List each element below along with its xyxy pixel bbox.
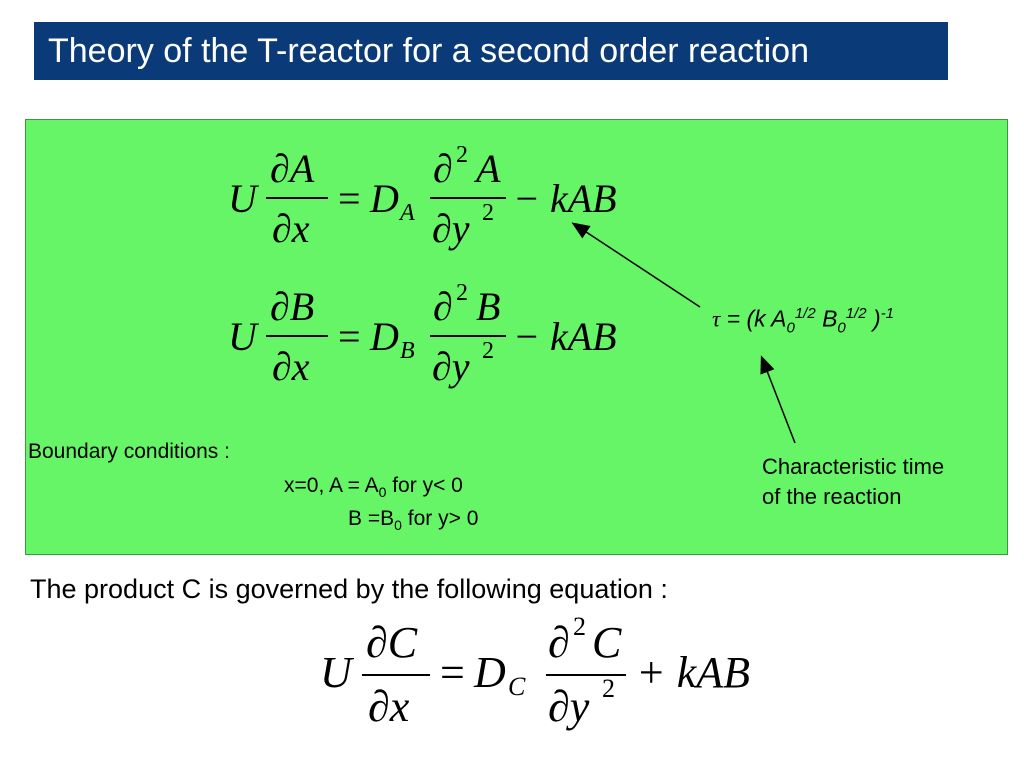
eq-a-partial2: ∂ (433, 146, 453, 191)
eq-b-two: 2 (456, 280, 468, 306)
tau-sub-a: 0 (786, 319, 795, 337)
eq-a-den: ∂y (432, 206, 470, 251)
tau-expression: τ = (k A01/2 B01/2 )-1 (712, 305, 894, 336)
eq-c-partial-num: ∂C (366, 618, 418, 667)
eq-b-u: U (228, 314, 260, 359)
equation-a: U ∂A ∂x = D A ∂ 2 A ∂y 2 − kAB (228, 142, 617, 251)
boundary-line-2-b: for y> 0 (401, 507, 479, 530)
eq-c-partial2: ∂ (548, 618, 570, 667)
tau-close: ) (866, 305, 881, 332)
eq-b-den: ∂y (432, 344, 470, 389)
eq-c-eq: = (440, 648, 465, 697)
boundary-line-1-a: x=0, A = A (284, 474, 379, 497)
boundary-line-2-a: B =B (348, 507, 395, 530)
eq-b-den-exp: 2 (482, 338, 494, 364)
eq-a-num-var: A (473, 146, 501, 191)
tau-exp-b: 1/2 (845, 305, 867, 322)
slide-title: Theory of the T-reactor for a second ord… (34, 22, 948, 80)
eq-a-partial-num: ∂A (270, 146, 315, 191)
eq-a-partial-den: ∂x (272, 206, 310, 251)
tau-exp-end: -1 (880, 305, 895, 322)
eq-b-partial-den: ∂x (272, 344, 310, 389)
tau-sub-b: 0 (837, 319, 846, 337)
eq-a-u: U (228, 176, 260, 221)
eq-a-d: D (369, 176, 399, 221)
eq-a-eq: = (338, 176, 361, 221)
eq-c-den: ∂y (548, 682, 590, 731)
eq-c-u: U (320, 648, 355, 697)
boundary-line-1-sub: 0 (378, 484, 387, 501)
boundary-line-1-b: for y< 0 (386, 474, 463, 497)
equation-c: U ∂C ∂x = D C ∂ 2 C ∂y 2 + kAB (320, 615, 750, 731)
eq-b-d-sub: B (400, 338, 415, 364)
eq-c-den-exp: 2 (602, 674, 615, 703)
characteristic-time-note: Characteristic time of the reaction (762, 452, 1012, 512)
tau-eq-text: = (k A (720, 305, 787, 332)
tau-exp-a: 1/2 (794, 305, 816, 322)
eq-b-partial-num: ∂B (270, 284, 314, 329)
eq-b-num-var: B (476, 284, 500, 329)
arrow-to-tau (760, 355, 796, 444)
boundary-line-1: x=0, A = A0 for y< 0 (284, 474, 463, 500)
eq-a-two: 2 (456, 142, 468, 168)
product-text: The product C is governed by the followi… (30, 574, 668, 604)
tau-symbol: τ (712, 306, 721, 332)
eq-a-rhs: − kAB (513, 176, 617, 221)
equations-panel (25, 119, 1008, 555)
boundary-line-2: B =B0 for y> 0 (348, 507, 478, 533)
eq-c-rhs: + kAB (636, 648, 750, 697)
eq-b-rhs: − kAB (513, 314, 617, 359)
eq-c-two: 2 (573, 615, 586, 641)
eq-c-d-sub: C (508, 672, 526, 701)
boundary-line-2-sub: 0 (394, 517, 402, 534)
eq-a-d-sub: A (398, 200, 415, 226)
arrow-to-kab (571, 222, 701, 308)
eq-b-d: D (369, 314, 399, 359)
eq-c-partial-den: ∂x (368, 682, 410, 731)
eq-c-num-var: C (592, 618, 622, 667)
eq-b-eq: = (338, 314, 361, 359)
characteristic-line-2: of the reaction (762, 484, 902, 509)
equation-b: U ∂B ∂x = D B ∂ 2 B ∂y 2 − kAB (228, 280, 617, 389)
characteristic-line-1: Characteristic time (762, 454, 945, 479)
eq-c-d: D (473, 648, 506, 697)
eq-b-partial2: ∂ (433, 284, 453, 329)
tau-b-text: B (815, 305, 838, 332)
boundary-label: Boundary conditions : (28, 440, 230, 463)
eq-a-den-exp: 2 (482, 200, 494, 226)
